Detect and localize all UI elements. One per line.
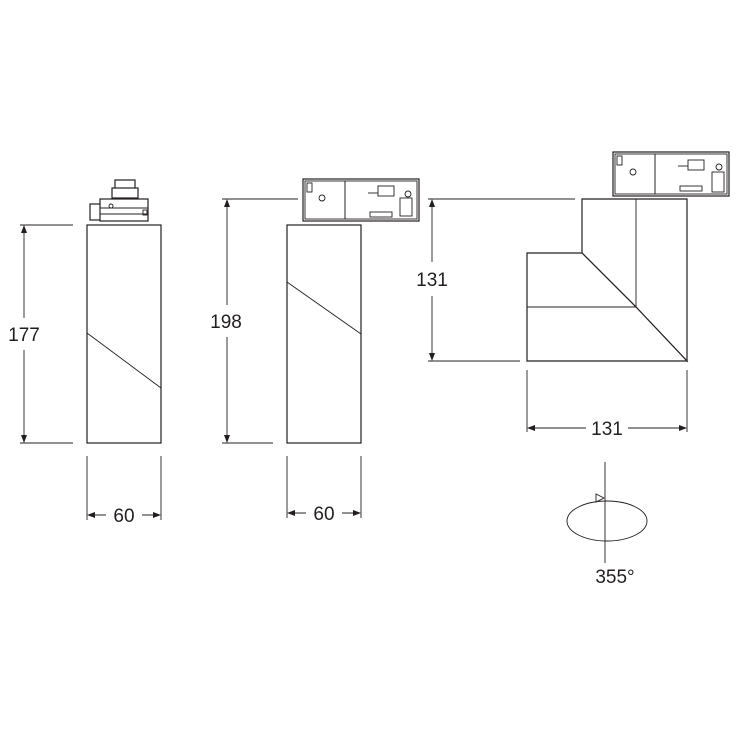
front-view: 177 60 [8,179,162,527]
side-body [286,224,362,444]
tilted-height-dimension: 131 [416,198,575,362]
side-width-dimension: 60 [286,456,362,525]
front-adapter [89,179,149,222]
rotation-ellipse [566,500,648,542]
side-height-label: 198 [210,312,242,333]
side-cut-line [286,281,362,335]
tilted-width-dimension: 131 [526,370,688,440]
rotation-label: 355° [595,567,634,588]
side-view: 198 60 [210,178,420,525]
front-width-dimension: 60 [86,456,162,527]
side-width-label: 60 [313,504,334,525]
tilted-height-label: 131 [416,270,448,291]
front-width-label: 60 [113,506,134,527]
rotation-indicator: 355° [566,462,648,588]
front-body [86,224,162,444]
tilted-width-label: 131 [591,419,623,440]
front-height-dimension: 177 [8,224,73,444]
front-cut-line [86,332,162,389]
tilted-view: 131 131 [416,151,730,440]
rotation-arrow-icon [595,493,606,503]
front-height-label: 177 [8,325,40,346]
side-height-dimension: 198 [210,198,298,444]
side-adapter [302,178,420,222]
tilted-adapter [612,151,730,197]
